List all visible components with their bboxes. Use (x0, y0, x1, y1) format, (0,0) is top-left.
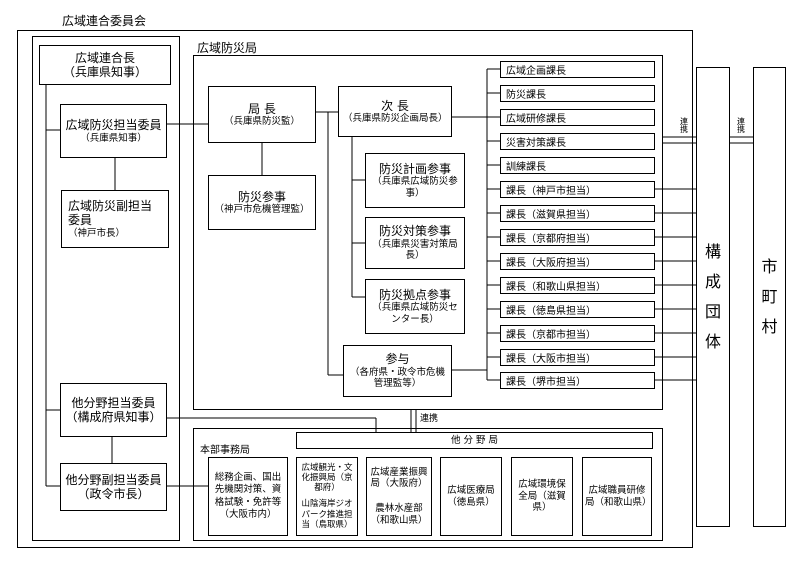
jicho-sub: （兵庫県防災企画局長） (343, 113, 448, 124)
shichoson-char: 市 (761, 257, 778, 276)
taisaku-sub: （兵庫県災害対策局長） (372, 238, 458, 262)
renkei-label-left: 連携 (678, 117, 690, 135)
tabunya-kyoku-box: 他 分 野 局 (296, 432, 653, 449)
kosei-char: 構 (704, 242, 721, 261)
sanji-top-box: 防災参事 （神戸市危機管理監） (208, 175, 316, 230)
renkei-label-bottom: 連携 (420, 414, 439, 424)
tabunya-tanto-sub: （構成府県知事） (65, 410, 162, 424)
section-item: 課長（堺市担当） (500, 372, 655, 389)
taisaku-box: 防災対策参事 （兵庫県災害対策局長） (365, 217, 465, 269)
bousai-frame (193, 55, 663, 410)
kyoten-title: 防災拠点参事 (378, 287, 451, 302)
section-item: 課長（神戸市担当） (500, 181, 655, 198)
section-item: 防災課長 (500, 85, 655, 102)
section-item: 課長（滋賀県担当） (500, 205, 655, 222)
keikaku-sub: （兵庫県広域防災参事） (372, 176, 458, 199)
kyokucho-sub: （兵庫県防災監） (223, 116, 300, 127)
section-item: 訓練課長 (500, 157, 655, 174)
sanji-top-sub: （神戸市危機管理監） (214, 204, 310, 215)
tabunya-kyoku-title: 他 分 野 局 (450, 434, 499, 446)
outer-frame-wide (17, 30, 693, 548)
renkei-label-right: 連携 (735, 117, 747, 135)
tabunya-tanto-title: 他分野担当委員 (71, 395, 156, 410)
kyokucho-box: 局 長 （兵庫県防災監） (208, 86, 316, 143)
honbu-frame (193, 428, 663, 541)
bousai-tanto-sub: （兵庫県知事） (80, 132, 147, 144)
outer-frame-title: 広域連合委員会 (62, 14, 147, 28)
kanko-text: 広域観光・文化振興局（京都府） (301, 462, 353, 494)
section-item: 課長（京都府担当） (500, 229, 655, 246)
taisaku-title: 防災対策参事 (378, 224, 451, 239)
section-item: 災害対策課長 (500, 133, 655, 150)
rengo-cho-box: 広域連合長 （兵庫県知事） (39, 45, 171, 85)
shichoson-char: 町 (761, 287, 778, 306)
section-item: 課長（大阪府担当） (500, 253, 655, 270)
keikaku-box: 防災計画参事 （兵庫県広域防災参事） (365, 153, 465, 208)
kyoten-box: 防災拠点参事 （兵庫県広域防災センター長） (365, 279, 465, 334)
kosei-char: 体 (704, 332, 721, 351)
sanji-top-title: 防災参事 (237, 189, 286, 204)
kosei-char: 成 (704, 272, 721, 291)
outer-frame (32, 36, 180, 541)
sangyo-text: 広域産業振興局（大阪府） (370, 466, 428, 490)
bousai-fuku-title: 広域防災副担当委員 (68, 198, 153, 228)
section-item: 課長（徳島県担当） (500, 301, 655, 318)
shichoson-char: 村 (761, 317, 778, 336)
sanyo-title: 参与 (385, 352, 410, 367)
tabunya-fuku-box: 他分野副担当委員 （政令市長） (60, 463, 167, 511)
section-item: 広域研修課長 (500, 109, 655, 126)
rengo-cho-sub: （兵庫県知事） (62, 65, 147, 79)
section-item: 広域企画課長 (500, 61, 655, 78)
iryo-text: 広域医療局（徳島県） (447, 485, 495, 508)
kyokucho-title: 局 長 (248, 101, 276, 116)
kanko-box: 広域観光・文化振興局（京都府） 山陰海岸ジオパーク推進担当（鳥取県） (296, 457, 358, 536)
shichoson-box: 市 町 村 (753, 67, 786, 527)
tabunya-tanto-box: 他分野担当委員 （構成府県知事） (60, 383, 167, 437)
norin-text: 農林水産部（和歌山県） (370, 503, 428, 526)
sangyo-box: 広域産業振興局（大阪府） 農林水産部（和歌山県） (366, 457, 432, 536)
honbu-title: 本部事務局 (200, 445, 250, 456)
bousai-fuku-sub: （神戸市長） (68, 227, 126, 239)
jicho-title: 次 長 (381, 98, 409, 113)
kankyo-text: 広域環境保全局（滋賀県） (518, 479, 566, 514)
tabunya-fuku-title: 他分野副担当委員 (65, 472, 162, 487)
iryo-box: 広域医療局（徳島県） (440, 457, 502, 536)
sanyo-sub: （各府県・政令市危機管理監等） (349, 366, 445, 390)
tabunya-fuku-sub: （政令市長） (77, 487, 150, 501)
soumu-text: 総務企画、国出先機関対策、資格試験・免許等（大阪市内） (214, 471, 282, 520)
bousai-tanto-box: 広域防災担当委員 （兵庫県知事） (60, 104, 167, 158)
renkei-text: 連携 (736, 117, 746, 133)
bousai-tanto-title: 広域防災担当委員 (65, 118, 162, 133)
shokuin-box: 広域職員研修局（和歌山県） (582, 457, 652, 536)
kosei-char: 団 (704, 302, 721, 321)
kosei-dantai-box: 構 成 団 体 (696, 67, 730, 527)
sanyo-box: 参与 （各府県・政令市危機管理監等） (343, 345, 452, 397)
bousai-fuku-box: 広域防災副担当委員 （神戸市長） (61, 190, 169, 248)
section-item: 課長（京都市担当） (500, 325, 655, 342)
rengo-cho-title: 広域連合長 (74, 50, 135, 65)
kankyo-box: 広域環境保全局（滋賀県） (511, 457, 573, 536)
sanin-text: 山陰海岸ジオパーク推進担当（鳥取県） (301, 499, 353, 530)
keikaku-title: 防災計画参事 (378, 161, 451, 176)
renkei-text: 連携 (679, 117, 689, 133)
jicho-box: 次 長 （兵庫県防災企画局長） (338, 86, 452, 137)
shokuin-text: 広域職員研修局（和歌山県） (585, 485, 652, 508)
section-item: 課長（大阪市担当） (500, 349, 655, 366)
section-item: 課長（和歌山県担当） (500, 277, 655, 294)
bousai-frame-title: 広域防災局 (197, 41, 258, 55)
kyoten-sub: （兵庫県広域防災センター長） (372, 302, 458, 325)
soumu-box: 総務企画、国出先機関対策、資格試験・免許等（大阪市内） (208, 457, 288, 536)
